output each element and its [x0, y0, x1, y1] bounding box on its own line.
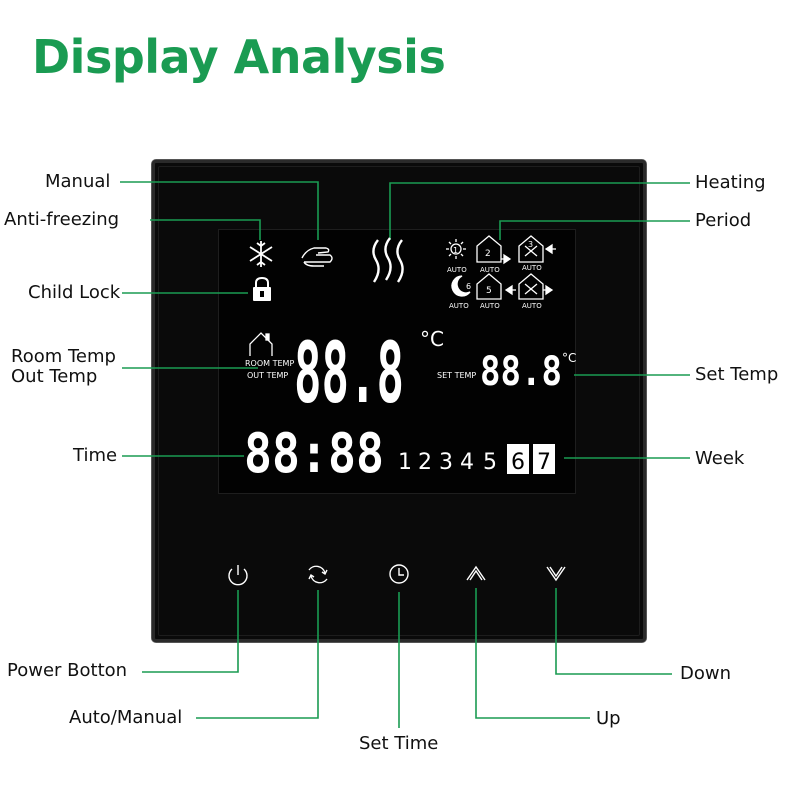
period-text: AUTO AUTO AUTO AUTO AUTO AUTO 1 2 3 6 5: [447, 240, 542, 310]
period-auto-5: AUTO: [480, 302, 500, 310]
lock-icon: [253, 276, 271, 301]
leader-lines: [120, 181, 690, 728]
sun-icon: [446, 239, 466, 259]
house-icon: [249, 332, 273, 356]
week-day-1: 1: [398, 450, 412, 475]
label-child-lock: Child Lock: [28, 282, 121, 303]
leader-power: [142, 590, 239, 673]
label-down: Down: [680, 663, 732, 684]
period-auto-1: AUTO: [447, 266, 467, 274]
house-icon: [476, 235, 512, 265]
snowflake-icon: [249, 241, 273, 267]
week-day-2: 2: [418, 450, 432, 475]
week-day-5: 5: [483, 450, 497, 475]
period-auto-4: AUTO: [449, 302, 469, 310]
down-button[interactable]: [539, 557, 573, 591]
auto-manual-button[interactable]: [301, 557, 335, 591]
week-day-7: 7: [537, 450, 551, 475]
week-day-7-box: [533, 444, 555, 474]
label-week: Week: [695, 448, 745, 469]
period-num-3: 3: [528, 240, 533, 249]
label-period: Period: [695, 210, 752, 231]
clock-icon: [389, 564, 409, 584]
period-num-2: 2: [485, 249, 491, 259]
label-room-temp: Room Temp: [11, 346, 116, 367]
leader-heating: [389, 182, 690, 240]
out-temp-tag: OUT TEMP: [247, 371, 288, 380]
leader-manual: [120, 181, 319, 240]
time-value: 88:88: [244, 422, 384, 485]
leader-up: [475, 588, 590, 719]
set-temp-value: 88.8: [480, 349, 562, 395]
up-button[interactable]: [459, 557, 493, 591]
house-icon: [476, 273, 516, 300]
set-temp-unit: °C: [562, 351, 576, 365]
label-set-time: Set Time: [359, 733, 439, 754]
up-arrow-icon: [466, 565, 486, 581]
week-day-3: 3: [439, 450, 453, 475]
period-auto-6: AUTO: [522, 302, 542, 310]
leader-period: [499, 220, 690, 240]
power-icon: [228, 565, 248, 586]
power-button[interactable]: [221, 557, 255, 591]
room-temp-tag: ROOM TEMP: [245, 359, 294, 368]
period-num-1: 1: [453, 246, 458, 255]
page-title: Display Analysis: [32, 30, 446, 84]
house-icon: [518, 235, 556, 263]
period-num-5: 5: [486, 286, 492, 296]
set-temp-tag: SET TEMP: [437, 371, 476, 380]
label-anti-freezing: Anti-freezing: [4, 209, 120, 230]
period-auto-3: AUTO: [522, 264, 542, 272]
label-set-temp: Set Temp: [695, 364, 779, 385]
hand-icon: [301, 247, 333, 267]
set-time-button[interactable]: [382, 557, 416, 591]
label-power-button: Power Botton: [7, 660, 128, 681]
house-icon: [518, 273, 554, 300]
room-temp-unit: °C: [420, 327, 444, 351]
week-day-4: 4: [460, 450, 474, 475]
touch-buttons: [228, 564, 566, 586]
label-heating: Heating: [695, 172, 766, 193]
moon-icon: [451, 275, 471, 297]
heating-waves-icon: [372, 237, 404, 283]
down-arrow-icon: [546, 566, 566, 582]
leader-anti-freezing: [150, 219, 261, 240]
period-auto-2: AUTO: [480, 266, 500, 274]
label-out-temp: Out Temp: [11, 366, 98, 387]
week-days: 1 2 3 4 5 6 7: [398, 444, 555, 475]
week-day-6-box: [507, 444, 529, 474]
period-icons: [446, 235, 556, 300]
label-up: Up: [596, 708, 621, 729]
refresh-icon: [308, 565, 328, 584]
period-num-6: 6: [466, 282, 471, 291]
week-day-6: 6: [511, 450, 525, 475]
label-time: Time: [73, 445, 118, 466]
leader-auto-manual: [196, 590, 319, 719]
label-manual: Manual: [45, 171, 111, 192]
label-auto-manual: Auto/Manual: [69, 707, 183, 728]
leader-down: [555, 588, 672, 675]
room-temp-value: 88.8: [294, 324, 404, 422]
